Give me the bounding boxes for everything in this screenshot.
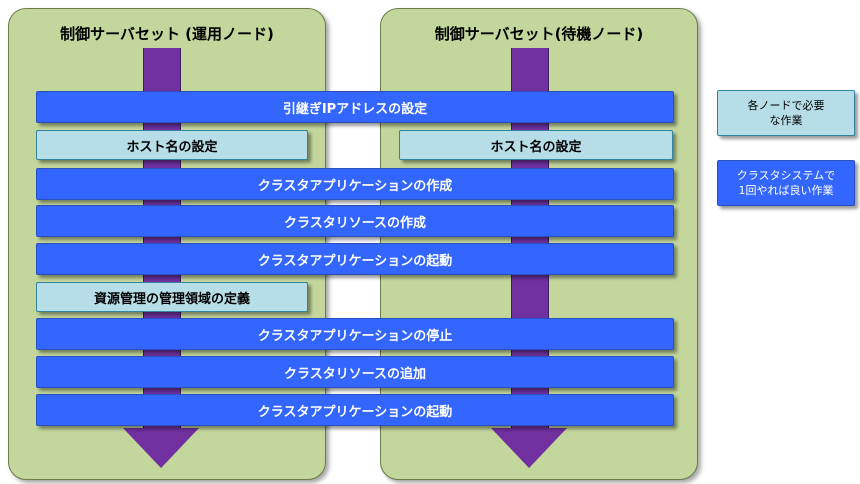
legend-per-node-task: 各ノードで必要 な作業 xyxy=(717,90,855,136)
standby-node-title: 制御サーバセット(待機ノード) xyxy=(434,25,644,43)
active-node-title: 制御サーバセット (運用ノード) xyxy=(60,25,274,43)
step-define-resource-management-area: 資源管理の管理領域の定義 xyxy=(36,282,308,312)
step-hostname-standby: ホスト名の設定 xyxy=(399,130,673,160)
legend-once-per-cluster-task: クラスタシステムで 1回やれば良い作業 xyxy=(717,160,855,206)
step-hostname-active: ホスト名の設定 xyxy=(36,130,308,160)
step-create-cluster-resource: クラスタリソースの作成 xyxy=(36,205,674,237)
step-restart-cluster-app: クラスタアプリケーションの起動 xyxy=(36,394,674,426)
step-create-cluster-app: クラスタアプリケーションの作成 xyxy=(36,168,674,200)
step-inherit-ip-address: 引継ぎIPアドレスの設定 xyxy=(36,91,674,123)
standby-node-arrow-head xyxy=(491,428,567,468)
step-add-cluster-resource: クラスタリソースの追加 xyxy=(36,356,674,388)
step-start-cluster-app: クラスタアプリケーションの起動 xyxy=(36,243,674,275)
step-stop-cluster-app: クラスタアプリケーションの停止 xyxy=(36,318,674,350)
active-node-arrow-head xyxy=(123,428,199,468)
